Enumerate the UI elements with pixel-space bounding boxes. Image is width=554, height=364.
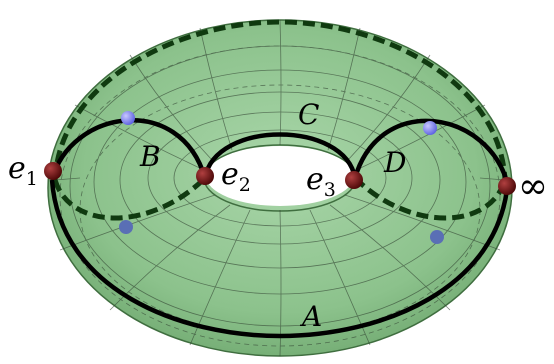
label-C: C	[298, 98, 319, 131]
blue-point	[121, 111, 135, 125]
branch-point-e3	[345, 171, 363, 189]
blue-point	[119, 220, 133, 234]
label-e3: e3	[306, 162, 336, 201]
blue-points	[119, 111, 444, 244]
branch-point-e1	[44, 162, 62, 180]
label-e1: e1	[8, 151, 38, 190]
label-B: B	[139, 140, 161, 173]
branch-point-e2	[196, 167, 214, 185]
label-D: D	[383, 146, 406, 179]
label-e2: e2	[221, 157, 251, 196]
branch-point-infinity	[498, 177, 516, 195]
blue-point	[430, 230, 444, 244]
branch-points	[44, 162, 516, 195]
blue-point	[423, 121, 437, 135]
dashed-curves	[52, 19, 508, 221]
label-infinity: ∞	[518, 166, 548, 207]
label-A: A	[299, 300, 322, 333]
